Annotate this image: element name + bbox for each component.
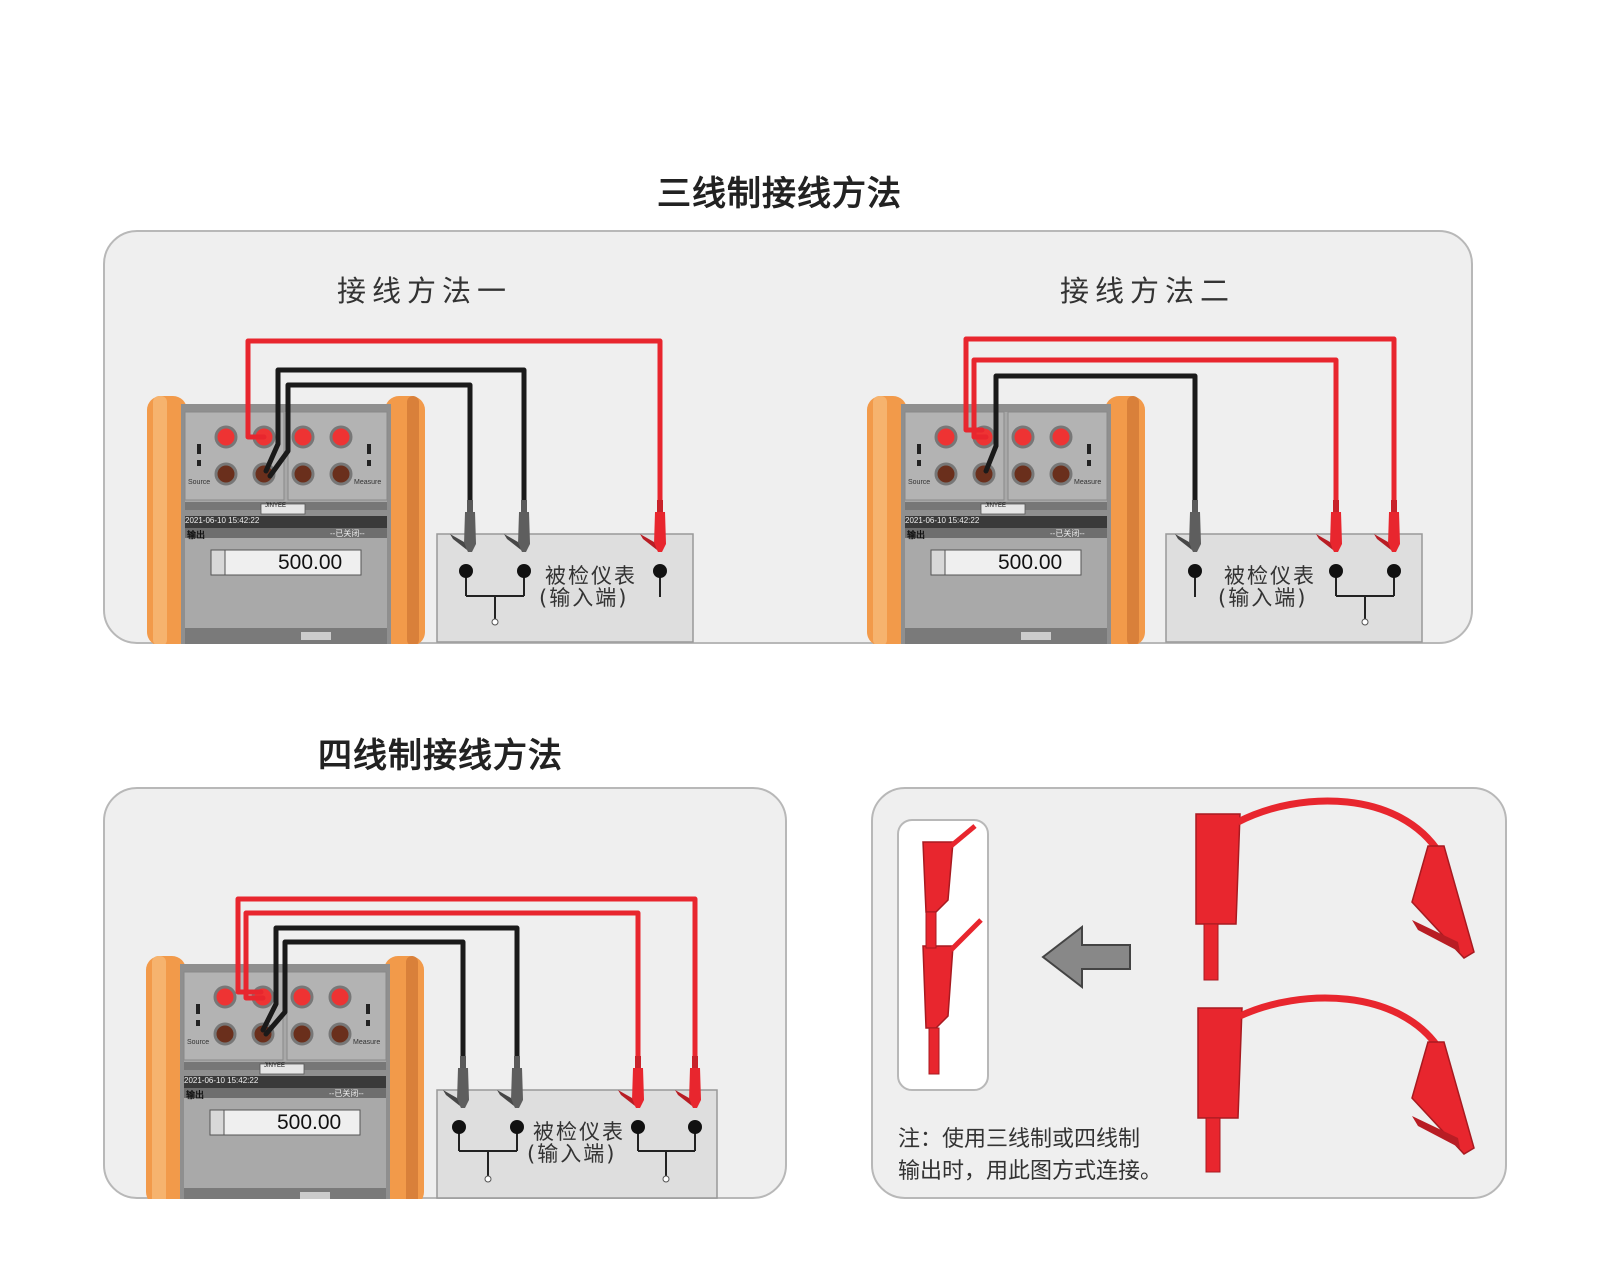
dut-label-line2: (输入端) xyxy=(1218,586,1308,610)
measure-label: Measure xyxy=(1074,479,1102,486)
measure-label: Measure xyxy=(353,1039,381,1046)
value-readout: 500.00 xyxy=(278,551,343,574)
dut-label-line1: 被检仪表 xyxy=(1224,564,1316,588)
dut-label-line1: 被检仪表 xyxy=(545,564,637,588)
source-label: Source xyxy=(188,479,211,486)
dut-label-2: 被检仪表 (输入端) xyxy=(1218,564,1316,609)
usage-note: 注：使用三线制或四线制 输出时，用此图方式连接。 xyxy=(898,1124,1162,1188)
usage-note-line2: 输出时，用此图方式连接。 xyxy=(898,1159,1163,1184)
method-one-subtitle: 接线方法一 xyxy=(337,274,513,308)
dut-box-3 xyxy=(436,1089,718,1199)
usage-note-line1: 注：使用三线制或四线制 xyxy=(898,1127,1141,1152)
method-two-subtitle: 接线方法二 xyxy=(1060,274,1236,308)
output-label: 输出 xyxy=(186,1090,205,1100)
four-wire-title: 四线制接线方法 xyxy=(318,736,563,776)
left-arrow-icon xyxy=(1041,924,1131,990)
measure-state: --已关闭-- xyxy=(1050,529,1085,538)
dut-box-1 xyxy=(436,533,694,643)
measure-state: --已关闭-- xyxy=(329,1089,364,1098)
dut-label-1: 被检仪表 (输入端) xyxy=(539,564,637,609)
dut-label-line1: 被检仪表 xyxy=(533,1120,625,1144)
dut-label-line2: (输入端) xyxy=(539,586,629,610)
three-wire-title: 三线制接线方法 xyxy=(657,174,902,214)
measure-state: --已关闭-- xyxy=(330,529,365,538)
datetime-readout: 2021-06-10 15:42:22 xyxy=(184,1076,259,1085)
dut-label-line2: (输入端) xyxy=(527,1142,617,1166)
brand-label: JINYEE xyxy=(264,1063,286,1069)
output-label: 输出 xyxy=(187,530,206,540)
test-lead-icon-bottom xyxy=(1197,994,1475,1173)
test-lead-icon-top xyxy=(1195,797,1475,981)
output-label: 输出 xyxy=(907,530,926,540)
measure-label: Measure xyxy=(354,479,382,486)
datetime-readout: 2021-06-10 15:42:22 xyxy=(185,516,260,525)
stacked-plug-icon xyxy=(922,824,983,1075)
dut-box-2 xyxy=(1165,533,1423,643)
dut-label-3: 被检仪表 (输入端) xyxy=(527,1120,625,1165)
source-label: Source xyxy=(908,479,931,486)
datetime-readout: 2021-06-10 15:42:22 xyxy=(905,516,980,525)
value-readout: 500.00 xyxy=(277,1111,342,1134)
brand-label: JINYEE xyxy=(265,503,287,509)
brand-label: JINYEE xyxy=(985,503,1007,509)
source-label: Source xyxy=(187,1039,210,1046)
value-readout: 500.00 xyxy=(998,551,1063,574)
